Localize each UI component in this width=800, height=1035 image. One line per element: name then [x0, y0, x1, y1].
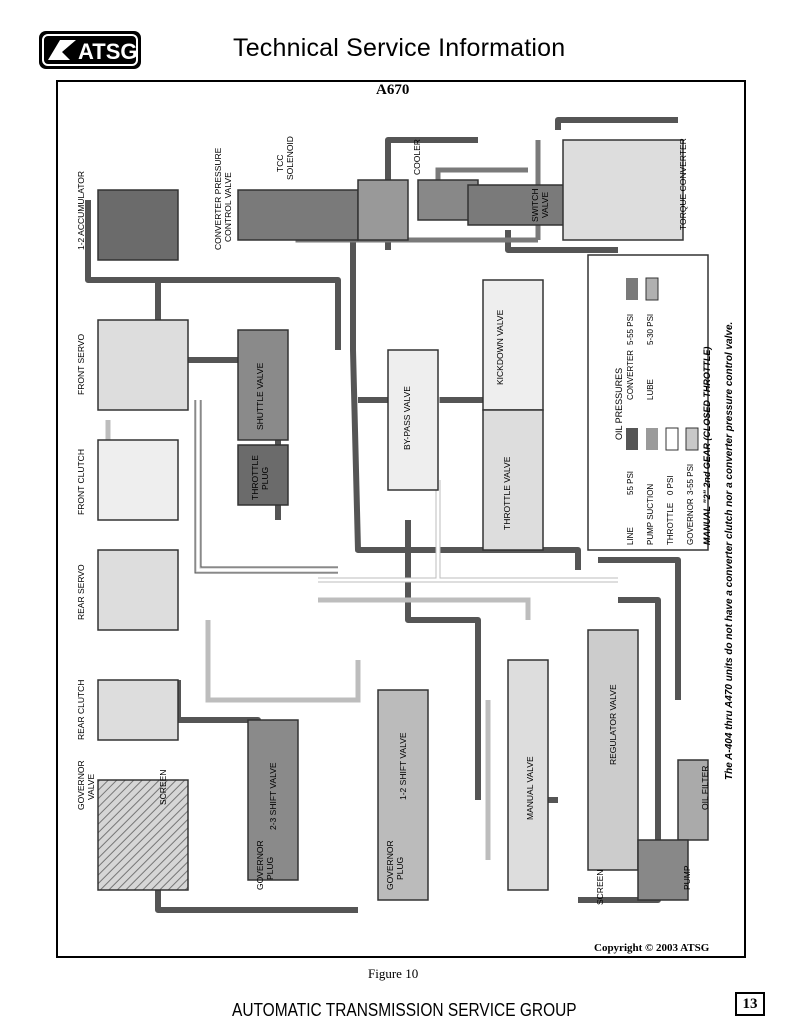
label-front-servo: FRONT SERVO	[76, 334, 86, 395]
legend-lube-value: 5-30 PSI	[646, 314, 655, 345]
diagram-frame	[56, 80, 746, 958]
wing-logo-icon	[48, 40, 76, 60]
rear-clutch-body	[97, 679, 179, 741]
label-kickdown-valve: KICKDOWN VALVE	[495, 309, 505, 385]
label-accumulator: 1-2 ACCUMULATOR	[76, 171, 86, 250]
legend-governor-swatch	[685, 427, 699, 451]
pump-body	[637, 839, 689, 901]
legend-converter-swatch	[626, 278, 638, 300]
page-title: Technical Service Information	[233, 34, 566, 62]
label-cpc-2: CONTROL VALVE	[223, 172, 233, 242]
legend-governor-value: 3-55 PSI	[686, 464, 695, 495]
shift-12-body	[377, 689, 429, 901]
regulator-valve-body	[587, 629, 639, 871]
legend-line-name: LINE	[626, 527, 635, 545]
throttle-plug-body	[237, 444, 289, 506]
label-shift-23: 2-3 SHIFT VALVE	[268, 762, 278, 830]
label-governor-valve-1: GOVERNOR	[76, 760, 86, 810]
label-gov-plug-b1: GOVERNOR	[385, 840, 395, 890]
oil-filter-body	[677, 759, 709, 841]
label-throttle-plug-1: THROTTLE	[250, 455, 260, 500]
legend-converter-name: CONVERTER	[626, 350, 635, 400]
legend-heading: OIL PRESSURES	[614, 368, 624, 440]
legend-suction-swatch	[646, 428, 658, 450]
side-note: The A-404 thru A470 units do not have a …	[724, 322, 735, 780]
label-oil-filter: OIL FILTER	[700, 766, 710, 810]
label-tcc-2: SOLENOID	[285, 136, 295, 180]
page-number: 13	[735, 992, 765, 1016]
pressure-legend: OIL PRESSURES LINE 55 PSI PUMP SUCTION T…	[587, 254, 712, 551]
switch-valve-body	[467, 184, 579, 226]
label-regulator-valve: REGULATOR VALVE	[608, 684, 618, 765]
copyright: Copyright © 2003 ATSG	[594, 942, 710, 954]
hydraulic-schematic: OIL PRESSURES LINE 55 PSI PUMP SUCTION T…	[76, 117, 735, 913]
legend-throttle-name: THROTTLE	[666, 503, 675, 545]
label-throttle-valve: THROTTLE VALVE	[502, 456, 512, 530]
label-governor-valve-2: VALVE	[86, 774, 96, 800]
label-shuttle-valve: SHUTTLE VALVE	[255, 362, 265, 430]
rear-servo-body	[97, 549, 179, 631]
label-shift-12: 1-2 SHIFT VALVE	[398, 732, 408, 800]
kickdown-valve-body	[482, 279, 544, 411]
shuttle-valve-body	[237, 329, 289, 441]
label-bypass-valve: BY-PASS VALVE	[402, 386, 412, 450]
front-servo-body	[97, 319, 189, 411]
accumulator-body	[97, 189, 179, 261]
label-gov-plug-a2: PLUG	[265, 857, 275, 880]
label-rear-clutch: REAR CLUTCH	[76, 680, 86, 740]
passage-outlines	[194, 400, 338, 574]
label-pump: PUMP	[682, 865, 692, 890]
label-gov-plug-b2: PLUG	[395, 857, 405, 880]
label-throttle-plug-2: PLUG	[260, 467, 270, 490]
label-torque-converter: TORQUE CONVERTER	[678, 138, 688, 230]
bypass-valve-body	[387, 349, 439, 491]
label-front-clutch: FRONT CLUTCH	[76, 449, 86, 515]
governor-valve-body	[97, 779, 189, 891]
label-manual-valve: MANUAL VALVE	[525, 756, 535, 820]
component-labels: 1-2 ACCUMULATOR CONVERTER PRESSURE CONTR…	[76, 136, 710, 905]
atsg-logo: ATSG	[38, 30, 142, 70]
figure-caption: Figure 10	[368, 966, 419, 981]
front-clutch-body	[97, 439, 179, 521]
diagram-title: A670	[376, 82, 410, 98]
label-screen-bottom: SCREEN	[595, 870, 605, 905]
valve-bodies	[97, 139, 709, 901]
label-gov-plug-a1: GOVERNOR	[255, 840, 265, 890]
legend-lube-name: LUBE	[646, 379, 655, 400]
legend-governor-name: GOVERNOR	[686, 498, 695, 545]
label-rear-servo: REAR SERVO	[76, 564, 86, 620]
label-switch-2: VALVE	[540, 192, 550, 218]
legend-converter-value: 5-55 PSI	[626, 314, 635, 345]
logo-text: ATSG	[78, 39, 137, 64]
footer-org: AUTOMATIC TRANSMISSION SERVICE GROUP	[232, 1000, 577, 1020]
throttle-valve-body	[482, 409, 544, 551]
legend-throttle-value: 0 PSI	[666, 475, 675, 495]
label-switch-1: SWITCH	[530, 188, 540, 222]
legend-throttle-swatch	[665, 427, 679, 451]
label-tcc-1: TCC	[275, 155, 285, 172]
shift-23-body	[247, 719, 299, 881]
legend-suction-name: PUMP SUCTION	[646, 484, 655, 545]
legend-lube-swatch	[645, 277, 659, 301]
torque-converter-body	[562, 139, 684, 241]
cpc-valve-body	[237, 189, 359, 241]
label-cpc-1: CONVERTER PRESSURE	[213, 147, 223, 250]
label-screen-left: SCREEN	[158, 770, 168, 805]
manual-valve-body	[507, 659, 549, 891]
tcc-solenoid-body	[357, 179, 409, 241]
legend-line-value: 55 PSI	[626, 471, 635, 495]
label-cooler: COOLER	[412, 139, 422, 175]
legend-line-swatch	[626, 428, 638, 450]
legend-condition: MANUAL "2" 2nd GEAR (CLOSED THROTTLE)	[702, 347, 712, 545]
